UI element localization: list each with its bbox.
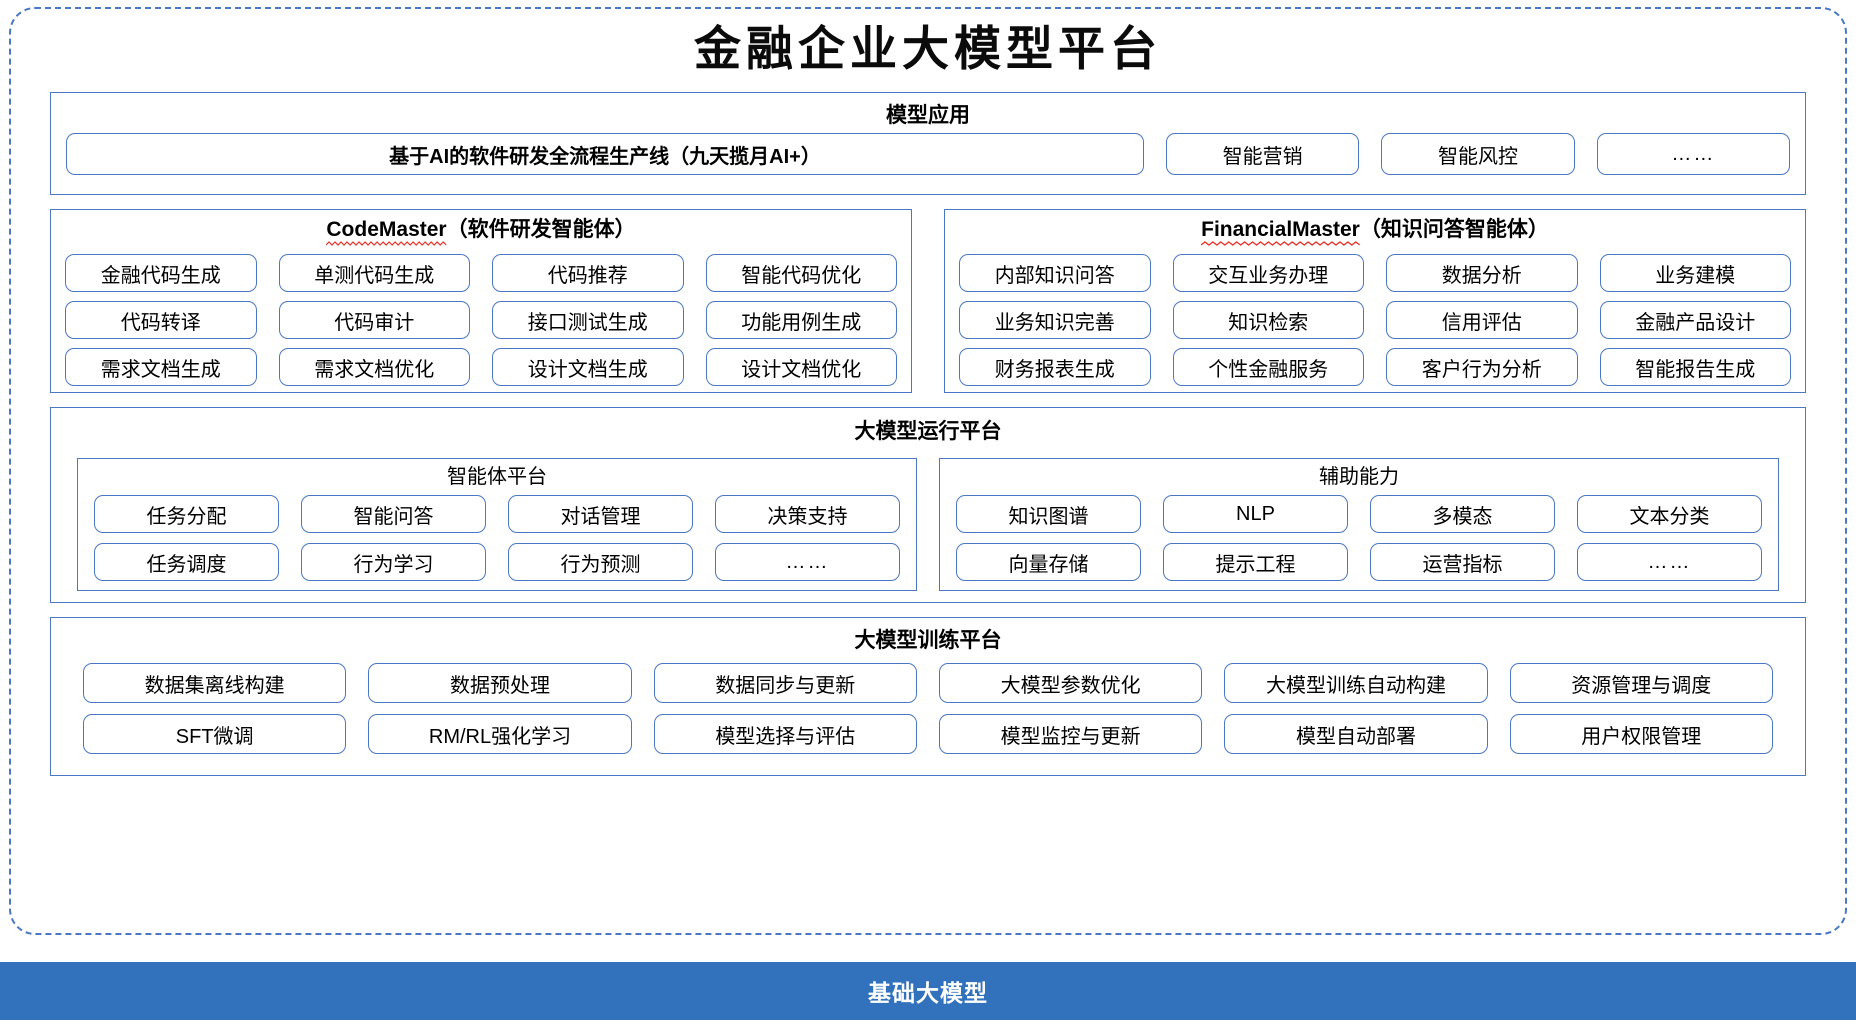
chip-unit-test-code-gen[interactable]: 单测代码生成 bbox=[278, 254, 470, 292]
chip-smart-code-optimize[interactable]: 智能代码优化 bbox=[705, 254, 897, 292]
chip-data-sync-update[interactable]: 数据同步与更新 bbox=[653, 663, 917, 703]
financial-master-name: FinancialMaster bbox=[1201, 218, 1360, 241]
agent-platform-title: 智能体平台 bbox=[447, 466, 547, 488]
chip-user-permission-mgmt[interactable]: 用户权限管理 bbox=[1509, 714, 1773, 754]
chip-model-param-optimize[interactable]: 大模型参数优化 bbox=[938, 663, 1203, 703]
financial-master-row-3: 财务报表生成 个性金融服务 客户行为分析 智能报告生成 bbox=[959, 348, 1791, 386]
code-master-grid: 金融代码生成 单测代码生成 代码推荐 智能代码优化 代码转译 代码审计 接口测试… bbox=[65, 254, 897, 386]
chip-operation-metrics[interactable]: 运营指标 bbox=[1370, 543, 1555, 581]
chip-customer-behavior-analysis[interactable]: 客户行为分析 bbox=[1386, 348, 1578, 386]
chip-model-auto-deploy[interactable]: 模型自动部署 bbox=[1224, 714, 1488, 754]
chip-multimodal[interactable]: 多模态 bbox=[1370, 495, 1555, 533]
model-application-title: 模型应用 bbox=[886, 104, 970, 127]
chip-ai-sdlc-pipeline[interactable]: 基于AI的软件研发全流程生产线（九天揽月AI+） bbox=[66, 133, 1144, 175]
code-master-name: CodeMaster bbox=[326, 218, 447, 241]
chip-decision-support[interactable]: 决策支持 bbox=[715, 495, 900, 533]
chip-model-selection-eval[interactable]: 模型选择与评估 bbox=[653, 714, 917, 754]
financial-master-heading: FinancialMaster （知识问答智能体） bbox=[945, 219, 1805, 251]
financial-master-grid: 内部知识问答 交互业务办理 数据分析 业务建模 业务知识完善 知识检索 信用评估… bbox=[959, 254, 1791, 386]
chip-req-doc-gen[interactable]: 需求文档生成 bbox=[65, 348, 257, 386]
agent-platform-subpanel: 智能体平台 任务分配 智能问答 对话管理 决策支持 任务调度 行为学习 行为预测… bbox=[77, 458, 917, 591]
chip-code-recommend[interactable]: 代码推荐 bbox=[492, 254, 684, 292]
chip-task-scheduling[interactable]: 任务调度 bbox=[94, 543, 279, 581]
runtime-platform-panel: 大模型运行平台 智能体平台 任务分配 智能问答 对话管理 决策支持 任务调度 行… bbox=[50, 407, 1806, 603]
agent-platform-grid: 任务分配 智能问答 对话管理 决策支持 任务调度 行为学习 行为预测 …… bbox=[94, 495, 900, 581]
chip-fin-code-gen[interactable]: 金融代码生成 bbox=[65, 254, 257, 292]
spellcheck-squiggle-icon bbox=[326, 241, 447, 246]
model-application-items: 基于AI的软件研发全流程生产线（九天揽月AI+） 智能营销 智能风控 …… bbox=[66, 133, 1790, 175]
chip-rm-rl-learning[interactable]: RM/RL强化学习 bbox=[368, 714, 632, 754]
chip-feature-case-gen[interactable]: 功能用例生成 bbox=[705, 301, 897, 339]
chip-design-doc-optimize[interactable]: 设计文档优化 bbox=[705, 348, 897, 386]
chip-knowledge-retrieval[interactable]: 知识检索 bbox=[1172, 301, 1364, 339]
chip-dataset-offline-build[interactable]: 数据集离线构建 bbox=[83, 663, 347, 703]
chip-task-allocation[interactable]: 任务分配 bbox=[94, 495, 279, 533]
chip-code-transpile[interactable]: 代码转译 bbox=[65, 301, 257, 339]
chip-more-agent-platform[interactable]: …… bbox=[715, 543, 900, 581]
auxiliary-ability-title: 辅助能力 bbox=[1319, 466, 1399, 488]
financial-master-name-wrap: FinancialMaster bbox=[1201, 219, 1360, 246]
chip-interactive-business[interactable]: 交互业务办理 bbox=[1172, 254, 1364, 292]
chip-credit-assessment[interactable]: 信用评估 bbox=[1386, 301, 1578, 339]
chip-internal-knowledge-qa[interactable]: 内部知识问答 bbox=[959, 254, 1151, 292]
chip-code-audit[interactable]: 代码审计 bbox=[278, 301, 470, 339]
chip-req-doc-optimize[interactable]: 需求文档优化 bbox=[278, 348, 470, 386]
page-title: 金融企业大模型平台 bbox=[694, 22, 1162, 77]
code-master-suffix: （软件研发智能体） bbox=[446, 218, 636, 241]
training-platform-row-2: SFT微调 RM/RL强化学习 模型选择与评估 模型监控与更新 模型自动部署 用… bbox=[83, 714, 1773, 754]
chip-training-auto-build[interactable]: 大模型训练自动构建 bbox=[1224, 663, 1488, 703]
financial-master-suffix: （知识问答智能体） bbox=[1359, 218, 1549, 241]
financial-master-row-1: 内部知识问答 交互业务办理 数据分析 业务建模 bbox=[959, 254, 1791, 292]
chip-prompt-engineering[interactable]: 提示工程 bbox=[1163, 543, 1348, 581]
auxiliary-ability-grid: 知识图谱 NLP 多模态 文本分类 向量存储 提示工程 运营指标 …… bbox=[956, 495, 1762, 581]
chip-behavior-learning[interactable]: 行为学习 bbox=[301, 543, 486, 581]
chip-financial-report-gen[interactable]: 财务报表生成 bbox=[959, 348, 1151, 386]
chip-nlp[interactable]: NLP bbox=[1163, 495, 1348, 533]
chip-text-classification[interactable]: 文本分类 bbox=[1577, 495, 1762, 533]
chip-dialog-management[interactable]: 对话管理 bbox=[508, 495, 693, 533]
chip-api-test-gen[interactable]: 接口测试生成 bbox=[492, 301, 684, 339]
code-master-heading: CodeMaster （软件研发智能体） bbox=[51, 219, 911, 251]
chip-vector-storage[interactable]: 向量存储 bbox=[956, 543, 1141, 581]
training-platform-grid: 数据集离线构建 数据预处理 数据同步与更新 大模型参数优化 大模型训练自动构建 … bbox=[83, 663, 1773, 754]
runtime-platform-title: 大模型运行平台 bbox=[854, 420, 1002, 443]
training-platform-title: 大模型训练平台 bbox=[854, 629, 1002, 652]
chip-smart-marketing[interactable]: 智能营销 bbox=[1166, 133, 1360, 175]
code-master-row-1: 金融代码生成 单测代码生成 代码推荐 智能代码优化 bbox=[65, 254, 897, 292]
chip-smart-qa[interactable]: 智能问答 bbox=[301, 495, 486, 533]
model-application-panel: 模型应用 基于AI的软件研发全流程生产线（九天揽月AI+） 智能营销 智能风控 … bbox=[50, 92, 1806, 195]
chip-knowledge-graph[interactable]: 知识图谱 bbox=[956, 495, 1141, 533]
chip-financial-product-design[interactable]: 金融产品设计 bbox=[1599, 301, 1791, 339]
agent-platform-row-1: 任务分配 智能问答 对话管理 决策支持 bbox=[94, 495, 900, 533]
auxiliary-ability-row-2: 向量存储 提示工程 运营指标 …… bbox=[956, 543, 1762, 581]
chip-sft-finetune[interactable]: SFT微调 bbox=[83, 714, 347, 754]
chip-smart-risk-control[interactable]: 智能风控 bbox=[1381, 133, 1575, 175]
auxiliary-ability-row-1: 知识图谱 NLP 多模态 文本分类 bbox=[956, 495, 1762, 533]
chip-model-monitor-update[interactable]: 模型监控与更新 bbox=[938, 714, 1203, 754]
code-master-name-wrap: CodeMaster bbox=[326, 218, 447, 246]
base-model-label: 基础大模型 bbox=[868, 980, 988, 1006]
agent-platform-row-2: 任务调度 行为学习 行为预测 …… bbox=[94, 543, 900, 581]
code-master-row-2: 代码转译 代码审计 接口测试生成 功能用例生成 bbox=[65, 301, 897, 339]
chip-personalized-finance-service[interactable]: 个性金融服务 bbox=[1172, 348, 1364, 386]
chip-data-preprocessing[interactable]: 数据预处理 bbox=[368, 663, 632, 703]
financial-master-panel: FinancialMaster （知识问答智能体） 内部知识问答 交互业务办理 … bbox=[944, 209, 1806, 393]
chip-smart-report-gen[interactable]: 智能报告生成 bbox=[1599, 348, 1791, 386]
code-master-panel: CodeMaster （软件研发智能体） 金融代码生成 单测代码生成 代码推荐 … bbox=[50, 209, 912, 393]
chip-resource-mgmt-scheduling[interactable]: 资源管理与调度 bbox=[1509, 663, 1773, 703]
training-platform-panel: 大模型训练平台 数据集离线构建 数据预处理 数据同步与更新 大模型参数优化 大模… bbox=[50, 617, 1806, 776]
chip-business-modeling[interactable]: 业务建模 bbox=[1599, 254, 1791, 292]
chip-more-applications[interactable]: …… bbox=[1596, 133, 1790, 175]
auxiliary-ability-subpanel: 辅助能力 知识图谱 NLP 多模态 文本分类 向量存储 提示工程 运营指标 …… bbox=[939, 458, 1779, 591]
chip-data-analysis[interactable]: 数据分析 bbox=[1386, 254, 1578, 292]
chip-design-doc-gen[interactable]: 设计文档生成 bbox=[492, 348, 684, 386]
chip-more-auxiliary[interactable]: …… bbox=[1577, 543, 1762, 581]
training-platform-row-1: 数据集离线构建 数据预处理 数据同步与更新 大模型参数优化 大模型训练自动构建 … bbox=[83, 663, 1773, 703]
financial-master-row-2: 业务知识完善 知识检索 信用评估 金融产品设计 bbox=[959, 301, 1791, 339]
base-model-bar: 基础大模型 bbox=[0, 962, 1856, 1020]
spellcheck-squiggle-icon bbox=[1201, 241, 1360, 246]
chip-business-knowledge-improve[interactable]: 业务知识完善 bbox=[959, 301, 1151, 339]
chip-behavior-prediction[interactable]: 行为预测 bbox=[508, 543, 693, 581]
code-master-row-3: 需求文档生成 需求文档优化 设计文档生成 设计文档优化 bbox=[65, 348, 897, 386]
